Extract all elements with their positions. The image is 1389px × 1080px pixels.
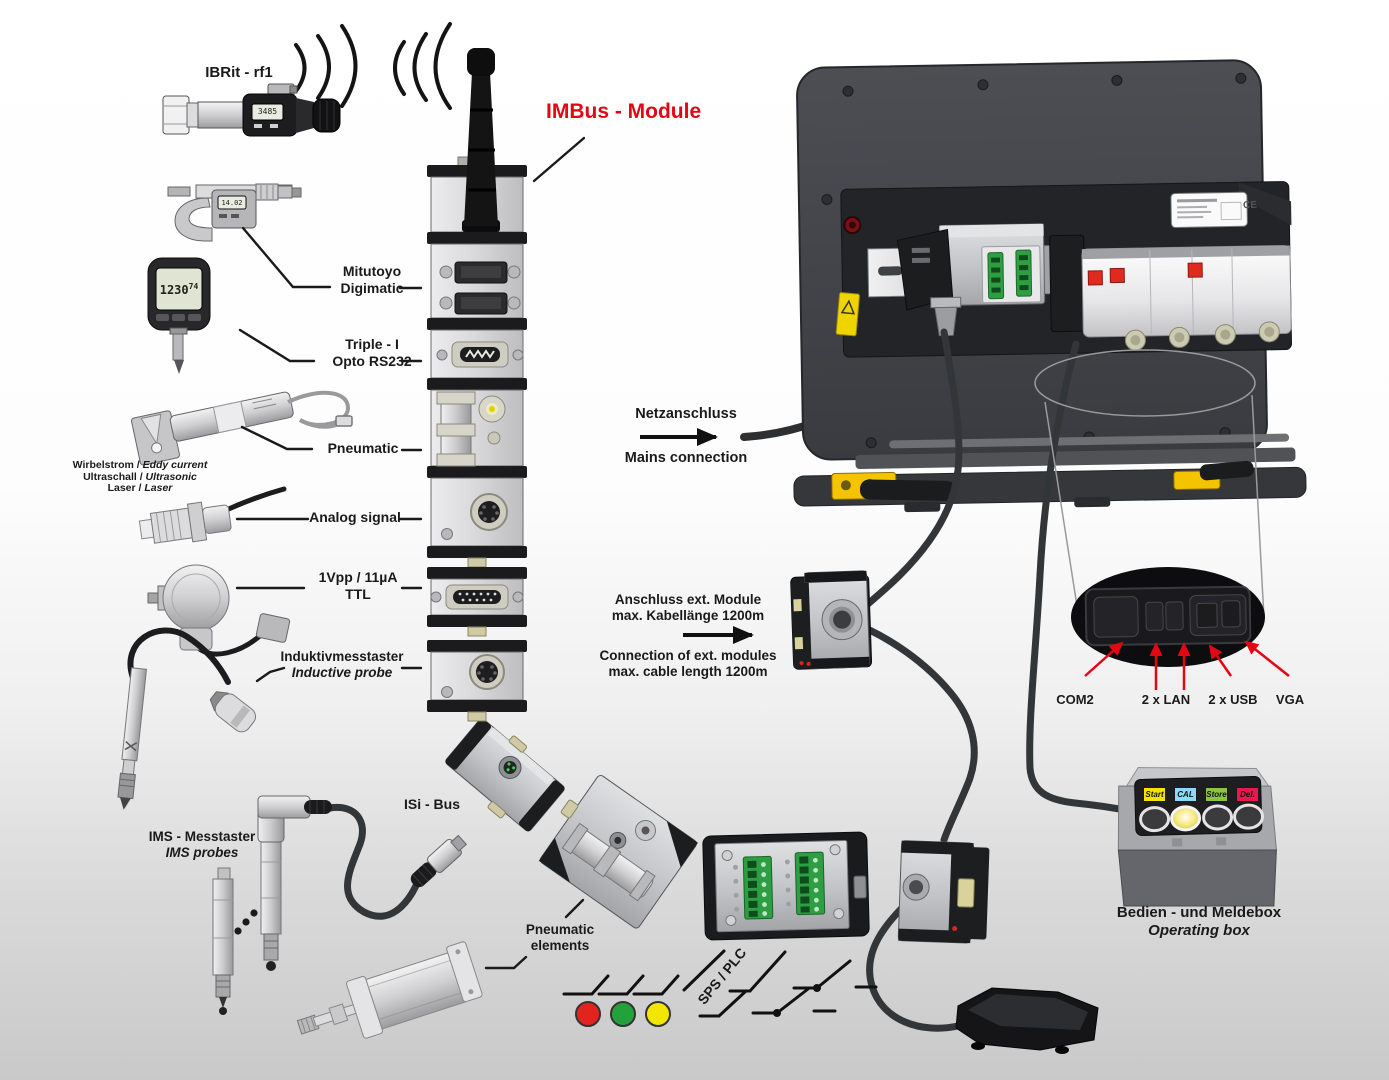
vga-port bbox=[1221, 600, 1241, 628]
label-ibrit-rf1: IBRit - rf1 bbox=[205, 64, 273, 81]
label-vga: VGA bbox=[1275, 692, 1305, 707]
opbox-key-start: Start bbox=[1143, 787, 1166, 802]
pedal-module bbox=[897, 840, 990, 944]
port-arrows bbox=[1084, 640, 1290, 690]
cable-extbox-to-pedalmodule bbox=[852, 620, 978, 844]
terminal-block-1 bbox=[742, 855, 774, 920]
nameplate-ce-mark: CE bbox=[1242, 199, 1258, 212]
label-mains-connection: Mains connection bbox=[624, 450, 748, 466]
io-module bbox=[702, 831, 870, 941]
module-inductive bbox=[427, 640, 527, 712]
lamp-green bbox=[610, 1001, 636, 1027]
rail-imbus-module bbox=[897, 223, 1046, 337]
ims-probes bbox=[212, 841, 282, 1015]
flow-arrows bbox=[640, 428, 754, 644]
lamp-lead-yellow bbox=[632, 974, 680, 996]
ibrit-lcd-value: 3485 bbox=[257, 107, 278, 116]
cable-pc-to-opbox bbox=[1026, 340, 1134, 815]
label-sensor-types: Wirbelstrom / Eddy current Ultraschall /… bbox=[72, 459, 208, 495]
pc-electronics-box bbox=[835, 181, 1292, 358]
opbox-buttons bbox=[1139, 803, 1265, 833]
inductive-probe-device bbox=[117, 627, 257, 810]
module-digimatic bbox=[427, 243, 527, 330]
lan-port-1 bbox=[1145, 601, 1164, 631]
foot-pedal bbox=[955, 987, 1099, 1054]
antenna bbox=[462, 48, 500, 232]
label-analog-signal: Analog signal bbox=[309, 509, 401, 525]
com2-port bbox=[1093, 596, 1139, 638]
imbus-stack bbox=[427, 48, 527, 722]
lamp-lead-red bbox=[562, 974, 610, 996]
laser-warning-label-icon bbox=[835, 292, 860, 337]
plc-lead-long bbox=[682, 949, 726, 992]
opbox-key-del: Del. bbox=[1236, 787, 1259, 802]
wifi-arcs-ibrit-icon bbox=[294, 24, 358, 108]
module-analog bbox=[427, 477, 527, 558]
cables bbox=[852, 328, 1134, 1032]
lamp-red bbox=[575, 1001, 601, 1027]
label-2x-usb: 2 x USB bbox=[1208, 692, 1258, 707]
usb-port bbox=[1196, 602, 1218, 628]
module-1vpp bbox=[427, 567, 527, 627]
opbox-key-store: Store bbox=[1205, 787, 1228, 802]
micrometer-lcd-value: 14.02 bbox=[221, 199, 243, 207]
label-netzanschluss: Netzanschluss bbox=[635, 406, 737, 422]
ims-ellipsis-dots bbox=[234, 909, 258, 935]
micrometer-device bbox=[167, 183, 302, 242]
operating-box bbox=[1117, 767, 1277, 907]
pneumatic-cylinder bbox=[296, 941, 483, 1039]
ims-probe-left bbox=[212, 867, 234, 1015]
ext-module-box bbox=[790, 570, 873, 670]
plc-symbols bbox=[562, 949, 878, 1018]
terminal-block-2 bbox=[794, 851, 826, 916]
isi-bus-module bbox=[445, 718, 565, 832]
label-imbus-module: IMBus - Module bbox=[546, 100, 702, 123]
encoder-device bbox=[147, 564, 291, 657]
dial-indicator-device bbox=[147, 257, 211, 374]
module-rs232 bbox=[427, 329, 527, 390]
ims-probe-right bbox=[260, 841, 282, 971]
manifold-fittings bbox=[1124, 321, 1280, 351]
lamp-yellow bbox=[645, 1001, 671, 1027]
label-isi-bus: ISi - Bus bbox=[403, 796, 460, 812]
nameplate bbox=[1170, 191, 1248, 228]
leader-lines bbox=[235, 136, 586, 970]
pneumatic-gauge-tube bbox=[287, 390, 353, 429]
panel-pc bbox=[793, 59, 1307, 513]
lan-port-2 bbox=[1165, 601, 1184, 631]
analog-sensor-device bbox=[138, 486, 287, 544]
wifi-arcs-antenna-icon bbox=[393, 22, 452, 110]
label-2x-lan: 2 x LAN bbox=[1141, 692, 1191, 707]
label-com2: COM2 bbox=[1056, 692, 1094, 707]
switch-4 bbox=[751, 987, 837, 1015]
pneumatic-elements-module bbox=[538, 774, 698, 929]
cable-rail-to-extbox bbox=[856, 328, 963, 615]
switch-3 bbox=[698, 989, 748, 1018]
pneumatic-manifold bbox=[1049, 234, 1292, 351]
elbow-plug bbox=[257, 795, 426, 920]
opbox-button-lit bbox=[1170, 805, 1202, 832]
label-pneumatic: Pneumatic bbox=[327, 440, 399, 456]
indicator-lcd-value: 123074 bbox=[159, 282, 199, 297]
pneumatic-gauge-device bbox=[131, 391, 294, 466]
module-pneumatic bbox=[427, 389, 527, 478]
isi-inline-plug bbox=[410, 834, 468, 888]
opbox-key-cal: CAL bbox=[1174, 787, 1197, 802]
lamp-lead-green bbox=[597, 974, 645, 996]
ibrit-rf1-device bbox=[162, 83, 341, 137]
switch-2 bbox=[792, 959, 878, 990]
